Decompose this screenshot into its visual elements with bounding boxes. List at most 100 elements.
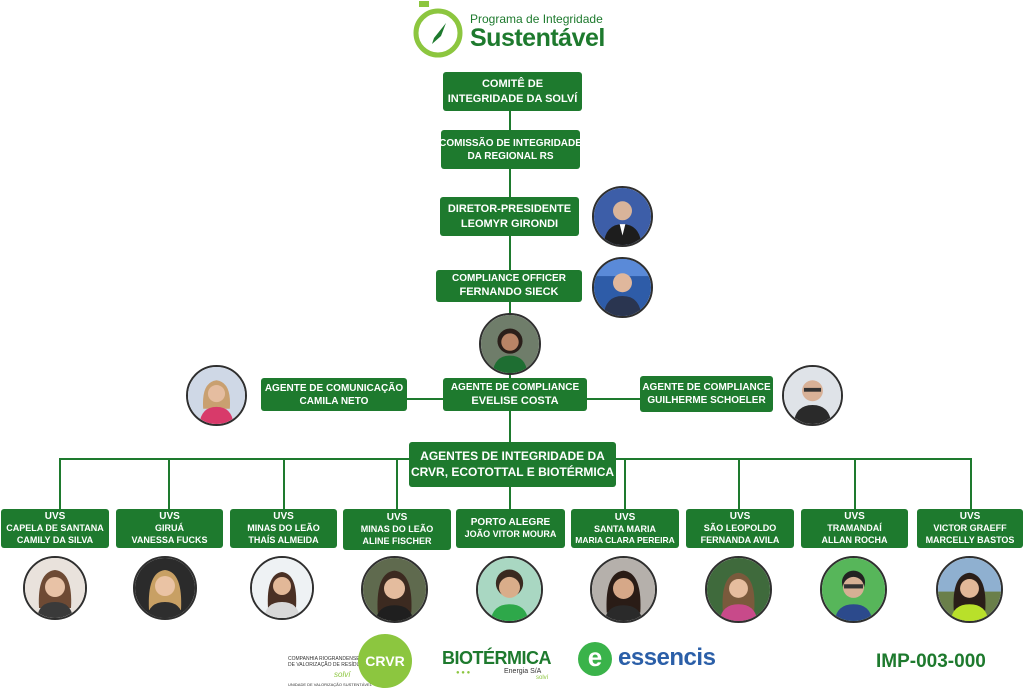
logo-line1: Programa de Integridade [470,12,603,26]
uvs-title: UVS [159,511,180,523]
connector-uvs-drop-7 [738,458,740,510]
compliance-officer-line1: COMPLIANCE OFFICER [452,273,566,285]
crvr-text1: COMPANHIA RIOGRANDENSE [288,656,360,662]
agente-compliance-right-line1: AGENTE DE COMPLIANCE [642,382,771,393]
uvs-city: GIRUÁ [155,523,184,534]
photo-evelise [479,313,541,375]
essencis-badge-text: e [587,642,603,672]
connector-uvs-drop-9 [970,458,972,510]
essencis-badge: e [578,642,612,676]
photo-marcelly [936,556,1003,623]
photo-fernanda [705,556,772,623]
connector-uvs-drop-6 [624,458,626,510]
photo-leomyr [592,186,653,247]
doc-code: IMP-003-000 [876,651,986,672]
uvs-box: UVS TRAMANDAÍ ALLAN ROCHA [801,509,908,548]
photo-thais [250,556,314,620]
crvr-badge-text: CRVR [365,653,405,669]
biotermica-dots-icon: ● ● ● [456,670,471,676]
comissao-line1: COMISSÃO DE INTEGRIDADE [439,137,582,149]
uvs-name: JOÃO VITOR MOURA [464,529,557,540]
connector-uvs-drop-4 [396,458,398,510]
photo-maria-clara [590,556,657,623]
crvr-logo: COMPANHIA RIOGRANDENSE DE VALORIZAÇÃO DE… [288,634,412,688]
uvs-box: UVS SÃO LEOPOLDO FERNANDA AVILA [686,509,794,548]
connector-uvs-drop-1 [59,458,61,510]
connector-uvs-drop-2 [168,458,170,510]
comissao-line2: DA REGIONAL RS [467,150,554,162]
uvs-title: UVS [273,511,294,523]
uvs-box: UVS MINAS DO LEÃO THAÍS ALMEIDA [230,509,337,548]
uvs-title: UVS [614,511,636,523]
uvs-title: UVS [959,511,981,523]
comite-line1: COMITÊ DE [481,78,544,91]
compliance-officer-line2: FERNANDO SIECK [459,286,559,299]
agente-compliance-right-box: AGENTE DE COMPLIANCE GUILHERME SCHOELER [640,376,773,412]
uvs-title: UVS [844,511,865,523]
uvs-title: UVS [44,511,66,523]
uvs-city: SANTA MARIA [594,523,656,534]
agente-comunicacao-box: AGENTE DE COMUNICAÇÃO CAMILA NETO [261,378,407,411]
compliance-officer-box: COMPLIANCE OFFICER FERNANDO SIECK [436,270,582,302]
uvs-box: UVS SANTA MARIA MARIA CLARA PEREIRA [571,509,679,548]
agentes-integridade-line2: CRVR, ECOTOTTAL E BIOTÉRMICA [410,464,615,479]
connector-uvs-drop-3 [283,458,285,510]
agente-compliance-main-line1: AGENTE DE COMPLIANCE [450,381,580,393]
uvs-city: SÃO LEOPOLDO [703,523,777,534]
uvs-title: UVS [386,512,408,524]
uvs-city: CAPELA DE SANTANA [6,523,104,534]
uvs-name: MARCELLY BASTOS [925,535,1015,545]
biotermica-logo: BIOTÉRMICA Energia S/A solví ● ● ● [442,648,556,684]
uvs-box: UVS CAPELA DE SANTANA CAMILY DA SILVA [1,509,109,548]
logo-line2: Sustentável [470,24,605,52]
crvr-text3: solví [334,670,351,679]
uvs-name: ALINE FISCHER [362,536,432,546]
uvs-box: UVS VICTOR GRAEFF MARCELLY BASTOS [917,509,1023,548]
stopwatch-compass-icon [413,1,463,58]
comite-box: COMITÊ DE INTEGRIDADE DA SOLVÍ [443,72,582,111]
diretor-line2: LEOMYR GIRONDI [460,217,559,230]
biotermica-title: BIOTÉRMICA [442,648,552,668]
uvs-name: MARIA CLARA PEREIRA [575,535,675,546]
uvs-name: CAMILY DA SILVA [16,535,94,545]
uvs-name: VANESSA FUCKS [131,535,208,545]
uvs-city: MINAS DO LEÃO [247,523,320,534]
comite-line2: INTEGRIDADE DA SOLVÍ [447,92,578,105]
diretor-line1: DIRETOR-PRESIDENTE [447,203,572,216]
uvs-city: TRAMANDAÍ [827,523,882,534]
agentes-integridade-box: AGENTES DE INTEGRIDADE DA CRVR, ECOTOTTA… [409,442,616,487]
uvs-city: VICTOR GRAEFF [933,523,1007,534]
photo-camily [23,556,87,620]
photo-fernando [592,257,653,318]
photo-aline [361,556,428,623]
crvr-text2: DE VALORIZAÇÃO DE RESÍDUOS [288,662,368,668]
essencis-logo: e essencis [578,640,730,680]
crvr-text4: UNIDADE DE VALORIZAÇÃO SUSTENTÁVEL [288,682,372,687]
crvr-badge: CRVR [358,634,412,688]
diretor-box: DIRETOR-PRESIDENTE LEOMYR GIRONDI [440,197,579,236]
program-logo: Programa de Integridade Sustentável [412,0,612,62]
photo-allan [820,556,887,623]
comissao-box: COMISSÃO DE INTEGRIDADE DA REGIONAL RS [439,130,582,169]
uvs-name: FERNANDA AVILA [700,535,780,545]
photo-guilherme [782,365,843,426]
uvs-name: THAÍS ALMEIDA [248,535,319,545]
uvs-city: MINAS DO LEÃO [360,524,434,535]
uvs-box: UVS MINAS DO LEÃO ALINE FISCHER [343,509,451,550]
uvs-box: UVS GIRUÁ VANESSA FUCKS [116,509,223,548]
agente-compliance-main-line2: EVELISE COSTA [471,394,559,407]
photo-camila [186,365,247,426]
agente-compliance-right-line2: GUILHERME SCHOELER [647,395,766,406]
uvs-title: UVS [729,511,751,523]
agente-compliance-main-box: AGENTE DE COMPLIANCE EVELISE COSTA [443,378,587,411]
connector-uvs-drop-8 [854,458,856,510]
uvs-box: PORTO ALEGRE JOÃO VITOR MOURA [456,509,565,548]
uvs-name: ALLAN ROCHA [821,535,888,545]
agente-comunicacao-line2: CAMILA NETO [299,395,369,407]
essencis-word: essencis [618,644,716,671]
photo-joao [476,556,543,623]
biotermica-sub: Energia S/A [504,668,542,675]
photo-vanessa [133,556,197,620]
biotermica-solvi: solví [536,675,549,681]
